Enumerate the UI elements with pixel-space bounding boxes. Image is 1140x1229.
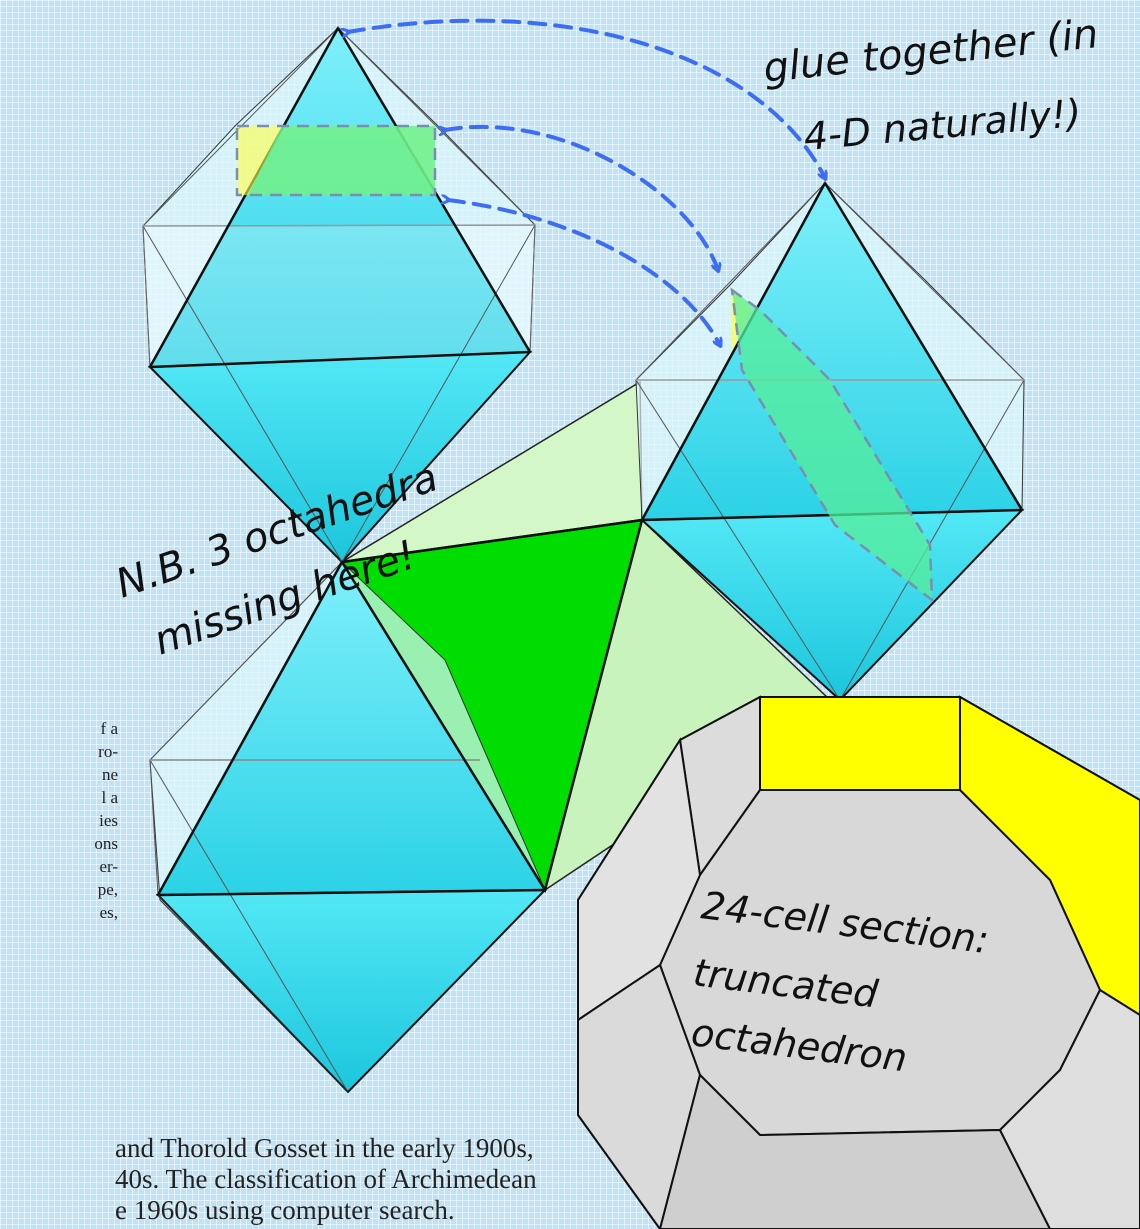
glue-label-line2: 4-D naturally!) — [802, 91, 1083, 159]
side-text-line: ne — [101, 765, 118, 784]
side-text-line: es, — [99, 903, 118, 922]
octahedron-right — [635, 180, 1025, 702]
side-text-line: pe, — [97, 880, 118, 899]
side-text-fragment: f a ro- ne l a ies ons er- pe, es, — [0, 717, 118, 924]
side-text-line: f a — [100, 719, 118, 738]
octahedron-lower-left — [149, 560, 548, 1094]
side-text-line: ies — [99, 811, 118, 830]
side-text-line: er- — [99, 857, 118, 876]
bottom-text-line: and Thorold Gosset in the early 1900s, — [115, 1133, 534, 1163]
truncated-octahedron — [577, 695, 1140, 1229]
glue-label-line1: glue together (in — [761, 11, 1100, 92]
arrow-strip-link-bottom — [448, 200, 720, 345]
bottom-text-line: 40s. The classification of Archimedean — [115, 1164, 537, 1194]
arrow-apex-link — [348, 18, 825, 178]
side-text-line: l a — [101, 788, 118, 807]
glue-arrows — [348, 18, 825, 345]
central-tetrahedron — [339, 380, 832, 894]
side-text-line: ons — [94, 834, 118, 853]
side-text-line: ro- — [98, 742, 118, 761]
bottom-text-fragment: and Thorold Gosset in the early 1900s, 4… — [115, 1133, 537, 1226]
bottom-text-line: e 1960s using computer search. — [115, 1195, 455, 1225]
